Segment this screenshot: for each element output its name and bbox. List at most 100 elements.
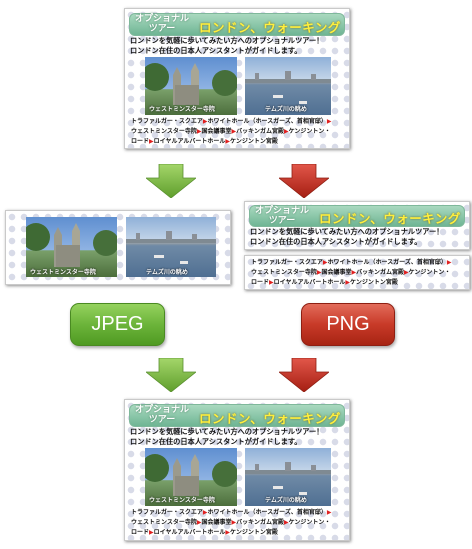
tour-label-line1: オプショナル	[134, 405, 189, 415]
route-arrow-icon: ▶	[351, 269, 357, 276]
flyer-title: ロンドン、ウォーキング	[199, 411, 341, 426]
route-stop: ロード	[251, 279, 270, 286]
route-stop: ロイヤルアルバートホール	[153, 529, 226, 536]
intro-line2: ロンドン在住の日本人アシスタントがガイドします。	[130, 46, 302, 55]
route-stop: 国会議事堂	[201, 128, 232, 135]
route-stop: ロイヤルアルバートホール	[273, 279, 346, 286]
green-down-arrow-icon	[146, 164, 196, 198]
route-stop: ケンジントン	[408, 269, 445, 276]
flyer-route: トラファルガー・スクエア▶ホワイトホール（ホースガーズ、首相官邸）▶ ウェストミ…	[251, 258, 451, 288]
route-arrow-icon: ▶	[202, 118, 208, 125]
route-arrow-icon: ▶	[196, 128, 202, 135]
flyer-tour-label: オプショナル ツアー	[131, 14, 193, 34]
photo1-caption: ウェストミンスター寺院	[30, 269, 96, 276]
photo1-caption: ウェストミンスター寺院	[149, 106, 215, 113]
flyer-intro: ロンドンを気軽に歩いてみたい方へのオプショナルツアー！ ロンドン在住の日本人アシ…	[130, 427, 323, 447]
red-down-arrow-icon	[279, 164, 329, 198]
route-arrow-icon: ▶	[446, 259, 452, 266]
route-arrow-icon: ▶	[326, 509, 332, 516]
route-stop: ホワイトホール（ホースガーズ、首相官邸）	[207, 118, 327, 125]
route-stop: ロード	[131, 138, 150, 145]
jpeg-button[interactable]: JPEG	[70, 303, 165, 346]
route-line3: ロード▶ロイヤルアルバートホール▶ケンジントン宮殿	[251, 278, 451, 288]
route-stop: 国会議事堂	[201, 519, 232, 526]
photo2-caption: テムズ川の眺め	[146, 269, 188, 276]
westminster-abbey-photo: ウェストミンスター寺院	[26, 217, 117, 277]
route-arrow-icon: ▶	[225, 138, 231, 145]
route-line3: ロード▶ロイヤルアルバートホール▶ケンジントン宮殿	[131, 137, 331, 147]
flyer-tour-label: オプショナル ツアー	[131, 405, 193, 425]
png-route-piece: トラファルガー・スクエア▶ホワイトホール（ホースガーズ、首相官邸）▶ ウェストミ…	[244, 255, 470, 290]
route-stop: トラファルガー・スクエア	[131, 509, 203, 516]
jpeg-photo-strip: ウェストミンスター寺院 テムズ川の眺め	[5, 210, 231, 285]
flyer-title-bar	[249, 205, 465, 227]
flyer-intro: ロンドンを気軽に歩いてみたい方へのオプショナルツアー！ ロンドン在住の日本人アシ…	[130, 36, 323, 56]
route-stop: バッキンガム宮殿	[236, 128, 284, 135]
route-line1: トラファルガー・スクエア▶ホワイトホール（ホースガーズ、首相官邸）▶	[251, 258, 451, 268]
route-line3: ロード▶ロイヤルアルバートホール▶ケンジントン宮殿	[131, 528, 331, 538]
route-arrow-icon: ▶	[231, 519, 237, 526]
intro-line1: ロンドンを気軽に歩いてみたい方へのオプショナルツアー！	[130, 427, 324, 436]
green-down-arrow-icon	[146, 358, 196, 392]
route-stop: ホワイトホール（ホースガーズ、首相官邸）	[327, 259, 447, 266]
route-arrow-icon: ▶	[269, 279, 274, 286]
flyer-title: ロンドン、ウォーキング	[199, 20, 341, 35]
route-stop: トラファルガー・スクエア	[131, 118, 203, 125]
thames-photo: テムズ川の眺め	[126, 217, 216, 277]
flyer-intro: ロンドンを気軽に歩いてみたい方へのオプショナルツアー！ ロンドン在住の日本人アシ…	[250, 227, 443, 247]
route-stop: トラファルガー・スクエア	[251, 259, 323, 266]
route-stop: ロード	[131, 529, 150, 536]
route-arrow-icon: ▶	[283, 128, 289, 135]
flyer-title: ロンドン、ウォーキング	[319, 211, 461, 226]
flyer-route: トラファルガー・スクエア▶ホワイトホール（ホースガーズ、首相官邸）▶ ウェストミ…	[131, 508, 331, 538]
route-stop: ロイヤルアルバートホール	[153, 138, 226, 145]
tour-label-line2: ツアー	[268, 216, 296, 226]
flyer-title-bar	[129, 404, 345, 427]
route-arrow-icon: ▶	[283, 519, 289, 526]
route-stop: ホワイトホール（ホースガーズ、首相官邸）	[207, 509, 327, 516]
route-stop: ケンジントン	[288, 128, 325, 135]
route-arrow-icon: ▶	[149, 529, 154, 536]
png-header-piece: オプショナル ツアー ロンドン、ウォーキング ロンドンを気軽に歩いてみたい方への…	[244, 201, 470, 250]
route-line1: トラファルガー・スクエア▶ホワイトホール（ホースガーズ、首相官邸）▶	[131, 117, 331, 127]
photo2-caption: テムズ川の眺め	[265, 497, 307, 504]
original-flyer: オプショナル ツアー ロンドン、ウォーキング ロンドンを気軽に歩いてみたい方への…	[124, 8, 350, 149]
thames-photo: テムズ川の眺め	[245, 57, 331, 115]
route-stop: ウェストミンスター寺院	[131, 519, 197, 526]
intro-line1: ロンドンを気軽に歩いてみたい方へのオプショナルツアー！	[130, 36, 324, 45]
route-arrow-icon: ▶	[326, 118, 332, 125]
route-stop: ケンジントン	[288, 519, 325, 526]
intro-line1: ロンドンを気軽に歩いてみたい方へのオプショナルツアー！	[250, 227, 444, 236]
route-line2: ウェストミンスター寺院▶国会議事堂▶バッキンガム宮殿▶ケンジントン・	[131, 128, 331, 135]
route-stop: ウェストミンスター寺院	[251, 269, 317, 276]
tour-label-line2: ツアー	[148, 415, 176, 425]
red-down-arrow-icon	[279, 358, 329, 392]
westminster-abbey-photo: ウェストミンスター寺院	[145, 448, 237, 506]
thames-photo: テムズ川の眺め	[245, 448, 331, 506]
route-arrow-icon: ▶	[231, 128, 237, 135]
tour-label-line1: オプショナル	[134, 14, 189, 24]
route-arrow-icon: ▶	[316, 269, 322, 276]
tour-label-line1: オプショナル	[254, 206, 309, 216]
route-arrow-icon: ▶	[345, 279, 351, 286]
intro-line2: ロンドン在住の日本人アシスタントがガイドします。	[250, 237, 422, 246]
png-button[interactable]: PNG	[301, 303, 395, 346]
route-stop: ケンジントン宮殿	[230, 529, 278, 536]
tour-label-line2: ツアー	[148, 24, 176, 34]
route-line1: トラファルガー・スクエア▶ホワイトホール（ホースガーズ、首相官邸）▶	[131, 508, 331, 518]
route-stop: バッキンガム宮殿	[356, 269, 404, 276]
route-arrow-icon: ▶	[403, 269, 409, 276]
westminster-abbey-photo: ウェストミンスター寺院	[145, 57, 237, 115]
flyer-route: トラファルガー・スクエア▶ホワイトホール（ホースガーズ、首相官邸）▶ ウェストミ…	[131, 117, 331, 147]
intro-line2: ロンドン在住の日本人アシスタントがガイドします。	[130, 437, 302, 446]
route-arrow-icon: ▶	[322, 259, 328, 266]
route-arrow-icon: ▶	[225, 529, 231, 536]
route-line2: ウェストミンスター寺院▶国会議事堂▶バッキンガム宮殿▶ケンジントン・	[251, 269, 451, 276]
flyer-tour-label: オプショナル ツアー	[251, 206, 313, 226]
route-stop: 国会議事堂	[321, 269, 352, 276]
photo1-caption: ウェストミンスター寺院	[149, 497, 215, 504]
route-stop: ケンジントン宮殿	[350, 279, 398, 286]
route-line2: ウェストミンスター寺院▶国会議事堂▶バッキンガム宮殿▶ケンジントン・	[131, 519, 331, 526]
flyer-title-bar	[129, 13, 345, 36]
route-stop: ケンジントン宮殿	[230, 138, 278, 145]
